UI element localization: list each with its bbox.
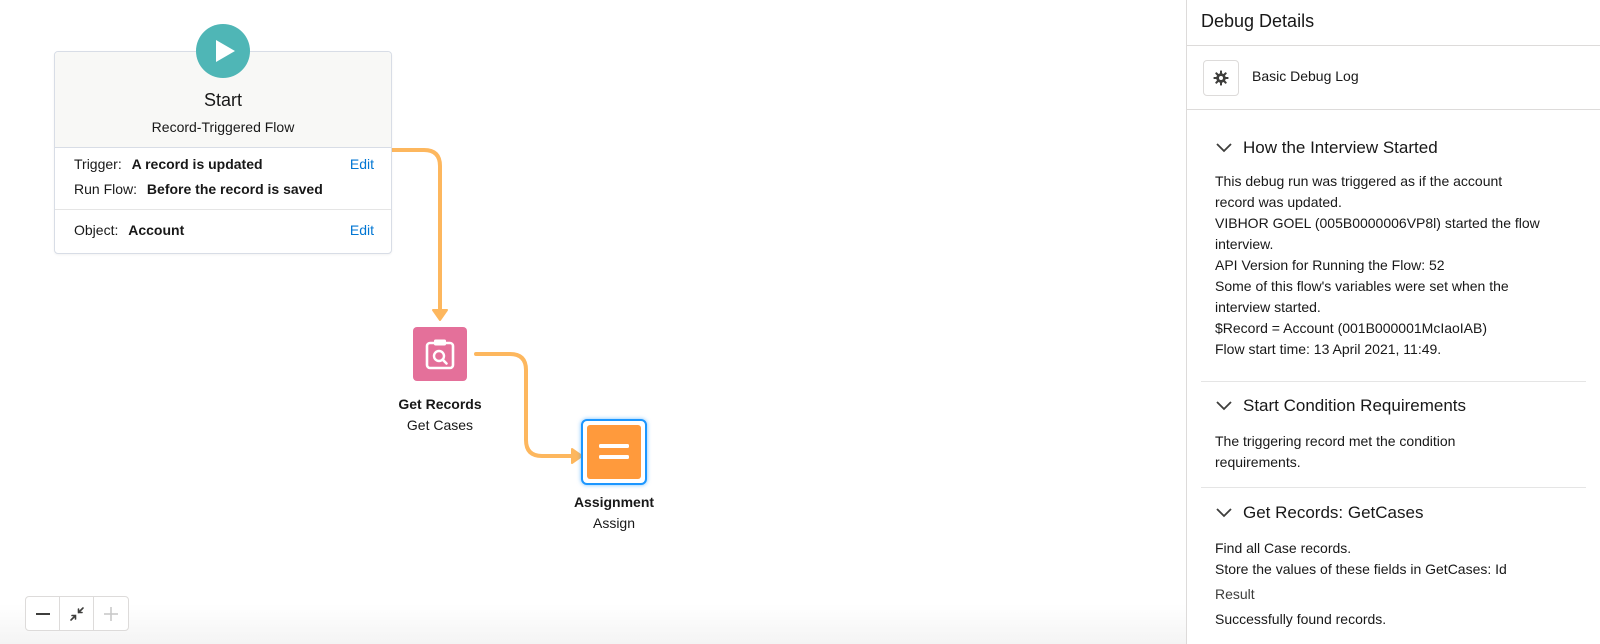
start-element-card[interactable]: Start Record-Triggered Flow Trigger: A r… xyxy=(54,51,392,254)
section-2-body: The triggering record met the condition … xyxy=(1215,431,1585,473)
body-line: The triggering record met the condition xyxy=(1215,433,1456,449)
panel-title: Debug Details xyxy=(1201,11,1315,31)
trigger-value: A record is updated xyxy=(131,156,263,172)
section-title: Get Records: GetCases xyxy=(1243,503,1424,522)
body-line: requirements. xyxy=(1215,454,1301,470)
start-title: Start xyxy=(203,90,242,110)
zoom-out-icon xyxy=(35,612,50,615)
section-1-body: This debug run was triggered as if the a… xyxy=(1215,171,1585,360)
result-label: Result xyxy=(1215,586,1255,602)
panel-header-divider xyxy=(1187,45,1600,46)
zoom-out-button[interactable] xyxy=(26,597,60,630)
zoom-in-button[interactable] xyxy=(94,597,128,630)
gear-icon xyxy=(1213,70,1229,86)
object-value: Account xyxy=(128,222,185,238)
fit-view-button[interactable] xyxy=(60,597,94,630)
body-line: API Version for Running the Flow: 52 xyxy=(1215,257,1445,273)
section-title: How the Interview Started xyxy=(1243,138,1438,157)
edit-object-link[interactable]: Edit xyxy=(349,222,374,238)
debug-settings-button[interactable] xyxy=(1203,60,1239,96)
assignment-element-selected[interactable] xyxy=(581,419,647,485)
chevron-down-icon xyxy=(1215,397,1233,415)
object-label: Object: xyxy=(74,222,119,238)
play-icon[interactable] xyxy=(196,24,250,78)
debug-details-panel: Debug Details Basic Debug Log How the In… xyxy=(1186,0,1600,644)
result-text: Successfully found records. xyxy=(1215,611,1387,627)
zoom-controls xyxy=(25,596,129,631)
body-line: record was updated. xyxy=(1215,194,1342,210)
body-line: Flow start time: 13 April 2021, 11:49. xyxy=(1215,341,1442,357)
section-3-body: Find all Case records. Store the values … xyxy=(1215,538,1585,580)
trigger-label: Trigger: xyxy=(74,156,122,172)
assignment-title: Assignment xyxy=(573,494,655,510)
section-title: Start Condition Requirements xyxy=(1243,396,1467,415)
start-subtitle: Record-Triggered Flow xyxy=(151,119,295,135)
canvas-bottom-fade xyxy=(0,604,1186,644)
get-records-element[interactable] xyxy=(413,327,467,381)
log-divider xyxy=(1187,109,1600,110)
body-line: This debug run was triggered as if the a… xyxy=(1215,173,1503,189)
assignment-element xyxy=(587,425,641,479)
start-card-divider xyxy=(55,209,391,210)
run-flow-label: Run Flow: xyxy=(74,181,138,197)
body-line: interview started. xyxy=(1215,299,1321,315)
section-get-records-toggle[interactable]: Get Records: GetCases xyxy=(1215,503,1423,523)
run-flow-row: Run Flow: Before the record is saved xyxy=(74,181,323,197)
object-row: Object: Account xyxy=(74,222,184,238)
get-records-node[interactable]: Get Records Get Cases xyxy=(380,327,500,433)
section-divider xyxy=(1201,381,1586,382)
body-line: Find all Case records. xyxy=(1215,540,1352,556)
section-how-interview-started-toggle[interactable]: How the Interview Started xyxy=(1215,138,1438,158)
connector-arrow-get-records xyxy=(432,309,448,321)
trigger-row: Trigger: A record is updated xyxy=(74,156,263,172)
section-start-condition-toggle[interactable]: Start Condition Requirements xyxy=(1215,396,1466,416)
body-line: VIBHOR GOEL (005B0000006VP8l) started th… xyxy=(1215,215,1540,231)
body-line: $Record = Account (001B000001McIaoIAB) xyxy=(1215,320,1488,336)
chevron-down-icon xyxy=(1215,504,1233,522)
body-line: Some of this flow's variables were set w… xyxy=(1215,278,1509,294)
body-line: interview. xyxy=(1215,236,1274,252)
debug-log-type: Basic Debug Log xyxy=(1252,68,1359,84)
get-records-subtitle: Get Cases xyxy=(406,417,474,433)
clipboard-search-icon xyxy=(425,339,455,370)
fit-view-icon xyxy=(69,606,84,621)
connector-start-to-get-records xyxy=(390,148,442,314)
get-records-title: Get Records xyxy=(398,396,482,412)
equals-icon xyxy=(599,444,629,459)
edit-trigger-link[interactable]: Edit xyxy=(349,156,374,172)
zoom-in-icon xyxy=(104,606,118,621)
section-divider xyxy=(1201,487,1586,488)
flow-canvas[interactable]: Start Record-Triggered Flow Trigger: A r… xyxy=(0,0,1186,644)
chevron-down-icon xyxy=(1215,139,1233,157)
assignment-node[interactable]: Assignment Assign xyxy=(554,419,674,531)
assignment-subtitle: Assign xyxy=(592,515,636,531)
body-line: Store the values of these fields in GetC… xyxy=(1215,561,1507,577)
run-flow-value: Before the record is saved xyxy=(146,181,323,197)
